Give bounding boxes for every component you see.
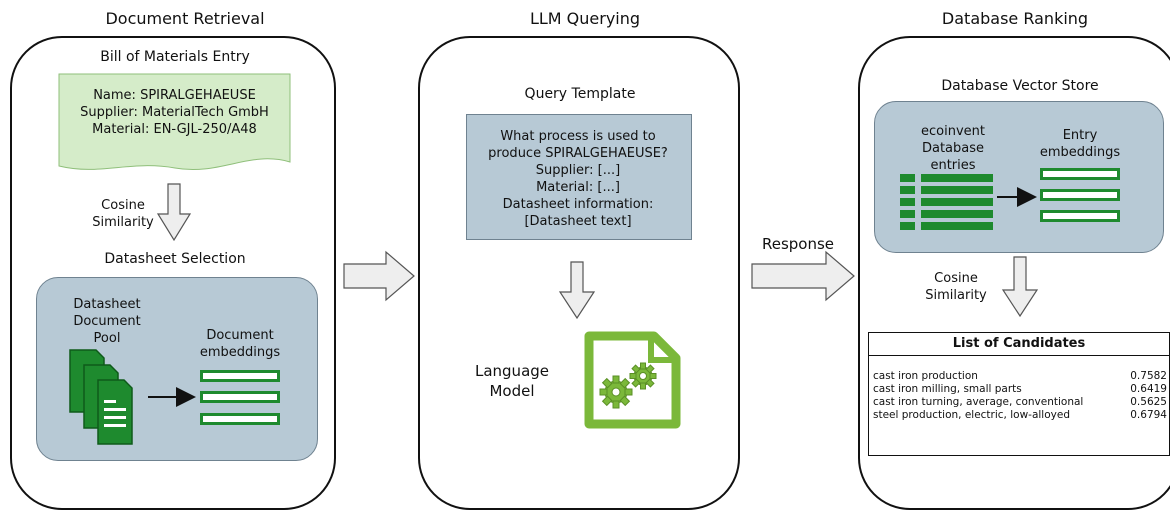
query-template-text: What process is used to produce SPIRALGE… bbox=[488, 129, 668, 229]
document-stack-icon bbox=[69, 349, 133, 445]
database-entry-bar bbox=[921, 198, 993, 206]
candidates-title: List of Candidates bbox=[952, 336, 1086, 351]
bom-supplier: Supplier: MaterialTech GmbH bbox=[80, 105, 269, 120]
document-embedding-bar bbox=[200, 413, 280, 425]
bom-title: Bill of Materials Entry bbox=[100, 49, 250, 65]
right-arrow-2 bbox=[751, 250, 855, 302]
candidate-row: cast iron turning, average, conventional… bbox=[873, 396, 1167, 408]
section-title-ranking: Database Ranking bbox=[941, 9, 1089, 28]
database-entry-bar bbox=[921, 210, 993, 218]
database-entry-marker bbox=[900, 174, 915, 182]
database-entry-bar bbox=[921, 186, 993, 194]
bom-material: Material: EN-GJL-250/A48 bbox=[92, 122, 257, 137]
entry-embedding-bar bbox=[1040, 189, 1120, 201]
query-template-title: Query Template bbox=[524, 86, 636, 102]
down-arrow-1 bbox=[156, 183, 192, 242]
down-arrow-3 bbox=[1001, 256, 1039, 318]
entry-embedding-bar bbox=[1040, 168, 1120, 180]
bom-name: Name: SPIRALGEHAEUSE bbox=[93, 88, 256, 103]
response-label: Response bbox=[761, 235, 835, 253]
database-entry-bar bbox=[921, 222, 993, 230]
candidates-divider bbox=[868, 355, 1170, 356]
section-title-querying: LLM Querying bbox=[529, 9, 641, 28]
database-entry-bar bbox=[921, 174, 993, 182]
entry-embedding-bar bbox=[1040, 210, 1120, 222]
query-template-box bbox=[466, 114, 692, 240]
database-entry-marker bbox=[900, 186, 915, 194]
section-title-retrieval: Document Retrieval bbox=[105, 9, 265, 28]
candidates-table bbox=[868, 332, 1170, 456]
right-arrow-1 bbox=[343, 250, 415, 302]
datasheet-title: Datasheet Selection bbox=[104, 251, 246, 267]
vector-store-title: Database Vector Store bbox=[941, 78, 1099, 94]
database-entry-marker bbox=[900, 210, 915, 218]
document-embedding-bar bbox=[200, 391, 280, 403]
document-embedding-bar bbox=[200, 370, 280, 382]
bom-document-shape bbox=[58, 73, 291, 170]
down-arrow-2 bbox=[558, 261, 596, 320]
database-entry-marker bbox=[900, 198, 915, 206]
database-entry-marker bbox=[900, 222, 915, 230]
gear-document-icon bbox=[584, 331, 681, 429]
